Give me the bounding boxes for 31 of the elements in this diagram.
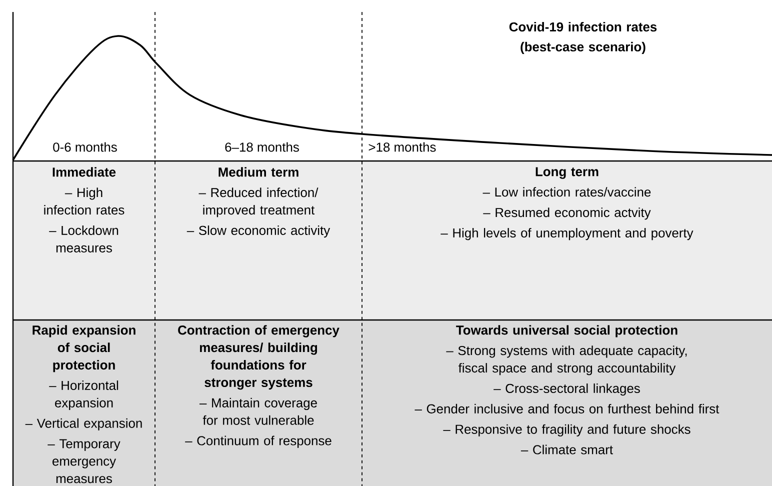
node-label: – Continuum of response [185,436,332,448]
node-label: Immediate [52,167,116,177]
node-label: – Horizontal expansion [49,380,118,410]
table-cell: Rapid expansion of social protection – Horizontal expansion – Vertical expansion – Temporary emergency measures [13,320,155,486]
node-label: – High levels of unemployment and poverty [440,228,694,240]
node-label: – Resumed economic actvity [483,208,651,220]
node-label: – Temporary emergency measures [48,439,120,484]
table-cell: Immediate – High infection rates – Lockdown measures [13,161,155,320]
node-label: – Maintain coverage for most vulnerable [199,398,317,425]
node-label: – High infection rates [44,188,124,215]
node-label: Towards universal social protection [456,325,678,338]
node-label: Contraction of emergency measures/ building foundations for stronger systems [178,325,340,390]
chart-title: Covid-19 infection rates (best-case scenario) [509,22,657,54]
node-label: Medium term [218,167,298,177]
period-label: >18 months [368,142,436,152]
node-label: – Responsive to fragility and future shocks [443,424,690,436]
node-label: – Slow economic activity [186,225,330,238]
node-label: – Climate smart [520,444,613,454]
node-label: – Reduced infection/ improved treatment [198,188,318,218]
node-label: – Strong systems with adequate capacity, fiscal space and strong accountability [446,346,687,376]
node-label: – Vertical expansion [25,418,142,430]
node-label: – Gender inclusive and focus on furthest behind first [414,404,720,414]
node-label: Long term [536,167,598,179]
node-label: – Cross-sectoral linkages [494,383,640,396]
node-label: Rapid expansion of social protection [32,325,136,372]
node-label: – Low infection rates/vaccine [482,187,651,197]
table-cell: Towards universal social protection – Strong systems with adequate capacity, fiscal space and strong accountability – Cross-sectoral linkages – Gender inclusive and focus on furthest behind first – Responsive to fragility and future shocks – Climate smart [362,320,772,486]
node-label: – Lockdown measures [49,225,118,252]
table-cell: Medium term – Reduced infection/ improved treatment – Slow economic activity [155,161,362,320]
table-cell: Contraction of emergency measures/ building foundations for stronger systems – Maintain coverage for most vulnerable – Continuum of response [155,320,362,486]
table-cell: Long term – Low infection rates/vaccine – Resumed economic actvity – High levels of unemployment and poverty [362,161,772,320]
